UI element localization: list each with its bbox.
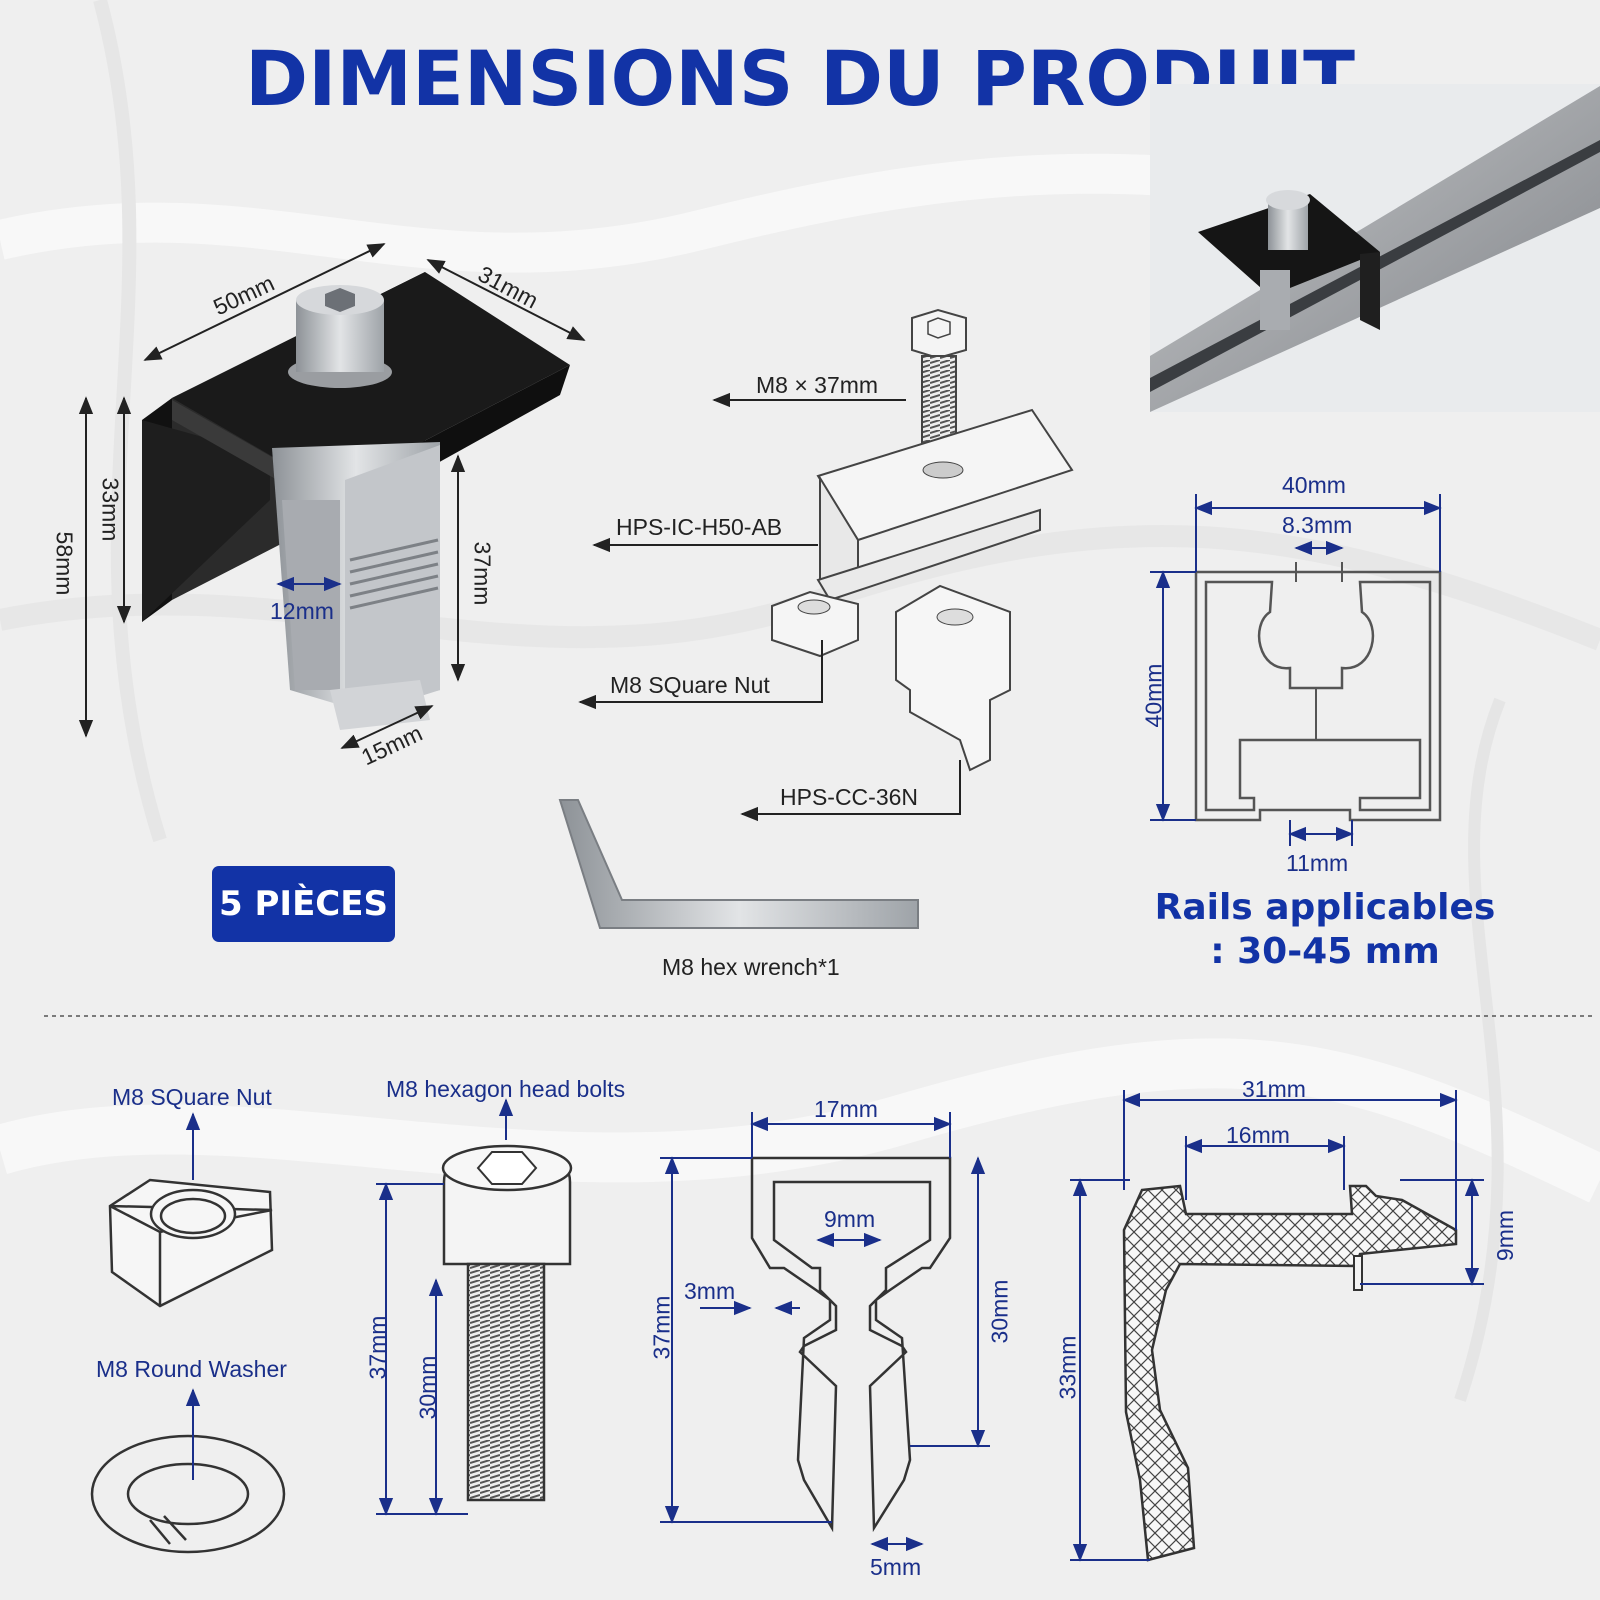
clip-profile-drawing — [750, 1156, 952, 1533]
rail-photo — [1150, 84, 1600, 412]
callout-bolt: M8 × 37mm — [756, 372, 879, 398]
label-square-nut: M8 SQuare Nut — [112, 1084, 272, 1110]
bolt-dim-total: 37mm — [364, 1315, 391, 1380]
callout-cc: HPS-CC-36N — [780, 784, 919, 810]
square-nut-drawing — [108, 1178, 274, 1308]
hex-bolt-drawing — [441, 1144, 573, 1502]
callout-clamp: HPS-IC-H50-AB — [616, 514, 783, 540]
applicable-rails: Rails applicables : 30-45 mm — [1140, 886, 1510, 974]
rail-dim-bottom: 11mm — [1286, 850, 1349, 876]
bolt-dim-thread: 30mm — [414, 1355, 441, 1420]
section-dim-flange: 9mm — [1492, 1209, 1519, 1262]
clip-dim-width: 17mm — [814, 1096, 878, 1122]
rail-dim-height: 40mm — [1140, 663, 1167, 728]
end-clamp-illustration — [142, 272, 570, 730]
section-dim-height: 33mm — [1054, 1335, 1081, 1400]
applicable-rails-line1: Rails applicables — [1154, 887, 1496, 928]
clamp-dimension-lines — [78, 243, 586, 749]
bolt-dimension-lines — [376, 1098, 514, 1516]
clip-dim-height: 37mm — [648, 1295, 675, 1360]
dim-height-total: 58mm — [51, 531, 78, 596]
clip-dim-wall: 3mm — [684, 1278, 736, 1304]
label-hex-bolt: M8 hexagon head bolts — [386, 1076, 626, 1102]
clamp-cross-section — [1122, 1184, 1458, 1562]
pieces-badge: 5 PIÈCES — [212, 866, 395, 942]
rail-dim-slot: 8.3mm — [1282, 512, 1353, 538]
part-callout-lines — [578, 392, 961, 822]
callout-wrench: M8 hex wrench*1 — [662, 954, 840, 980]
clamp-section-dimension-lines — [1070, 1090, 1484, 1562]
dim-height-leg: 37mm — [469, 541, 496, 606]
label-round-washer: M8 Round Washer — [96, 1356, 287, 1382]
section-dim-inner: 16mm — [1226, 1122, 1290, 1148]
clip-dim-inner-height: 30mm — [986, 1279, 1013, 1344]
exploded-parts — [558, 308, 1074, 929]
dim-gap: 12mm — [270, 598, 334, 624]
rail-dim-width: 40mm — [1282, 472, 1346, 498]
rail-dimension-lines — [1150, 494, 1442, 846]
clip-dimension-lines — [660, 1112, 990, 1552]
callout-nut: M8 SQuare Nut — [610, 672, 770, 698]
dim-height-body: 33mm — [97, 477, 124, 542]
round-washer-drawing — [90, 1434, 286, 1554]
rail-profile — [1194, 562, 1442, 822]
section-dim-width: 31mm — [1242, 1076, 1306, 1102]
clip-dim-inner: 9mm — [824, 1206, 876, 1232]
applicable-rails-line2: : 30-45 mm — [1210, 931, 1440, 972]
clip-dim-tip: 5mm — [870, 1554, 922, 1580]
